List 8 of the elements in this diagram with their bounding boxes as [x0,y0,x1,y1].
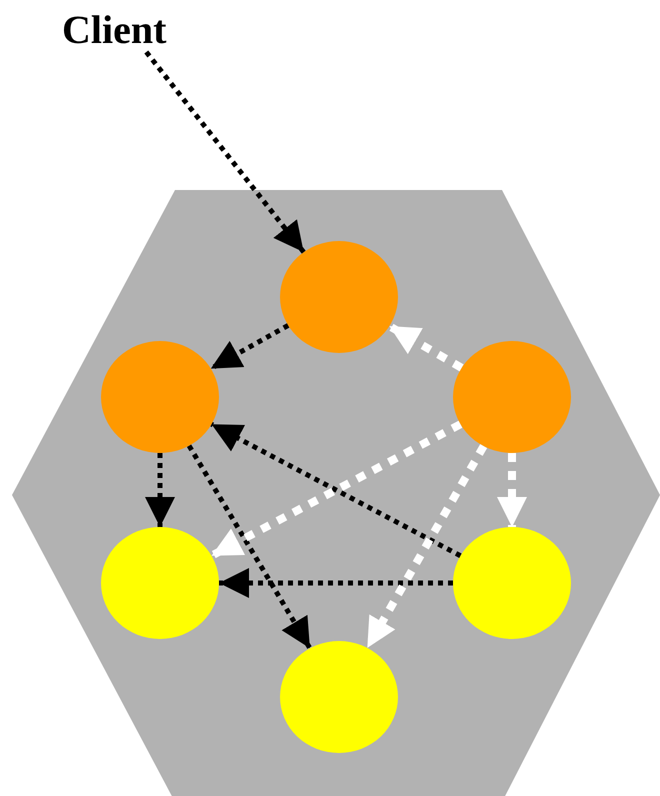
node-label: Client [62,7,166,52]
dotted-arrow [387,322,464,372]
dotted-arrow [497,453,527,527]
dotted-arrow [145,453,175,527]
dotted-arrow [219,568,453,598]
dotted-arrow [210,323,290,371]
dotted-arrow [186,444,312,650]
dotted-arrow [144,50,306,254]
